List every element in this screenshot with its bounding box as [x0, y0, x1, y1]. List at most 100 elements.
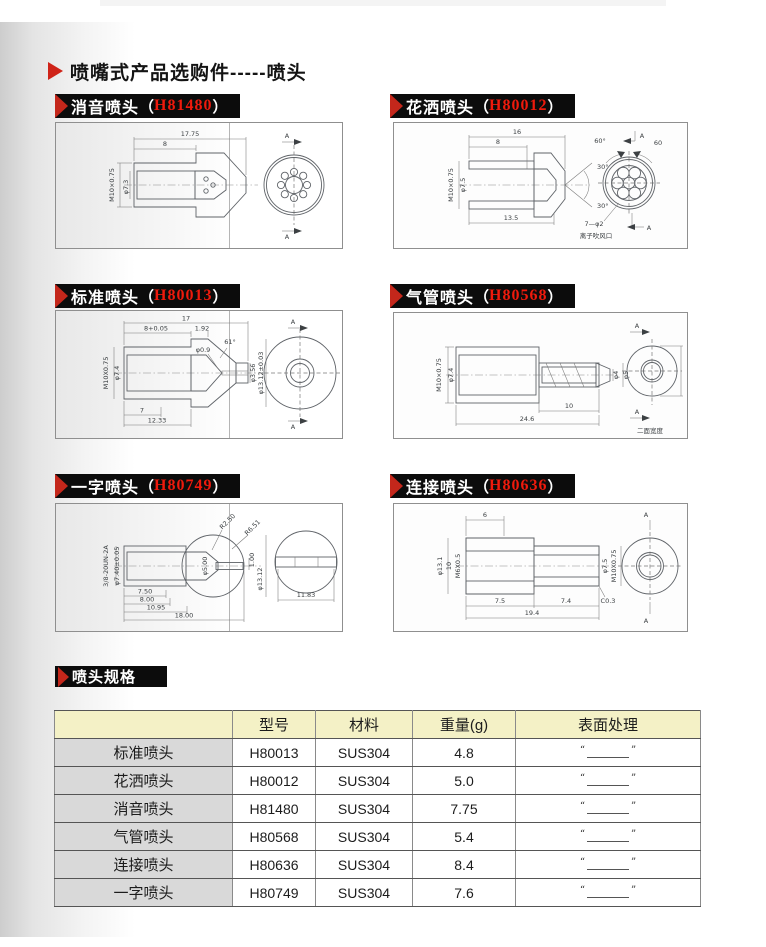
quote-open: “ [579, 856, 585, 868]
dim-label: 19.4 [525, 609, 539, 617]
drawing-box: 6 φ13.1 10 M6X0.5 φ7.5 M10X0.75 C0.3 7.5… [393, 503, 688, 632]
paren-open: （ [474, 288, 490, 306]
dim-label: 8 [496, 138, 500, 146]
section-title: 消音喷头 [71, 100, 140, 117]
dim-label: φ13.1 [436, 557, 444, 576]
table-row: 消音喷头 H81480 SUS304 7.75 “” [54, 794, 701, 823]
dim-label: 6 [483, 511, 487, 519]
dim-label: 3/8-20UN-2A [102, 545, 110, 587]
model-cell: H80012 [232, 766, 316, 795]
surface-cell: “” [515, 766, 701, 795]
section-title: 花洒喷头 [406, 100, 475, 117]
dim-label: 16 [513, 128, 521, 136]
paren-open: （ [474, 98, 490, 116]
paren-close: ） [547, 478, 563, 496]
dim-label: 18.00 [175, 612, 194, 620]
section-mark-a: A [644, 617, 649, 625]
model-cell: H81480 [232, 794, 316, 823]
dim-label: 7—φ2 [584, 220, 603, 228]
technical-drawing-muffler: 17.75 8 M10×0.75 φ7.3 A A [108, 130, 325, 241]
surface-blank-line [587, 856, 629, 870]
dim-label: R6.51 [243, 518, 262, 537]
section-title: 连接喷头 [406, 480, 475, 497]
weight-cell: 7.75 [412, 794, 516, 823]
weight-cell: 8.4 [412, 850, 516, 879]
dim-label: 10 [565, 402, 573, 410]
dim-label: M10×0.75 [447, 168, 455, 202]
quote-close: ” [631, 800, 637, 812]
paren-close: ） [212, 98, 228, 116]
dim-label: M10X0.75 [102, 357, 110, 390]
drawing-box: φ0.9 61° 17 8+0.05 1.92 M10X0.75 φ7.4 φ3… [55, 310, 343, 439]
table-row: 花洒喷头 H80012 SUS304 5.0 “” [54, 766, 701, 795]
dim-label: φ3.56 [249, 364, 257, 383]
dim-label: 7.50 [138, 588, 152, 596]
weight-cell: 7.6 [412, 878, 516, 907]
quote-close: ” [631, 828, 637, 840]
dim-label: M10×0.75 [435, 358, 443, 392]
dim-label: 30° [597, 163, 609, 171]
col-header-model: 型号 [232, 710, 316, 739]
technical-drawing-connector: 6 φ13.1 10 M6X0.5 φ7.5 M10X0.75 C0.3 7.5… [436, 511, 682, 625]
dim-label: 13.5 [504, 214, 518, 222]
dim-label: 7 [140, 407, 144, 415]
product-code: H81480 [154, 97, 213, 114]
technical-drawing-tube: M10×0.75 φ7.4 φ4 φ5 10 24.6 A A 二面宽度 [435, 322, 683, 435]
section-mark-a: A [640, 132, 645, 140]
page-top-strip [100, 0, 666, 6]
model-cell: H80568 [232, 822, 316, 851]
surface-cell: “” [515, 850, 701, 879]
surface-blank-line [587, 800, 629, 814]
section-header: 连接喷头 （ H80636 ） [390, 474, 575, 498]
surface-cell: “” [515, 794, 701, 823]
paren-open: （ [474, 478, 490, 496]
weight-cell: 5.0 [412, 766, 516, 795]
dim-label: 1.92 [195, 325, 209, 333]
weight-cell: 4.8 [412, 738, 516, 767]
product-code: H80749 [154, 477, 213, 494]
section-mark-a: A [635, 322, 640, 330]
material-cell: SUS304 [315, 766, 413, 795]
row-label: 消音喷头 [54, 794, 233, 823]
dim-label: φ4 [612, 371, 620, 379]
dim-label: 17 [182, 315, 190, 323]
section-mark-a: A [635, 408, 640, 416]
section-header: 花洒喷头 （ H80012 ） [390, 94, 575, 118]
surface-blank-line [587, 828, 629, 842]
view-divider [229, 504, 230, 631]
dim-label: 61° [224, 338, 236, 346]
dim-label: C0.3 [601, 597, 616, 605]
paren-close: ） [212, 288, 228, 306]
col-header-blank [54, 710, 233, 739]
quote-close: ” [631, 884, 637, 896]
annotation-label: 离子吹风口 [580, 231, 613, 240]
dim-label: R2.50 [218, 512, 237, 531]
dim-label: 7.5 [495, 597, 505, 605]
technical-drawing-slot: φ5.00 3/8-20UN-2A φ7.40±0.05 R2.50 R6.51… [102, 512, 338, 622]
technical-drawing-standard: φ0.9 61° 17 8+0.05 1.92 M10X0.75 φ7.4 φ3… [102, 315, 342, 431]
section-title: 标准喷头 [71, 290, 140, 307]
specs-section-header: 喷头规格 [55, 666, 167, 687]
quote-close: ” [631, 856, 637, 868]
model-cell: H80636 [232, 850, 316, 879]
dim-label: φ7.5 [601, 559, 609, 574]
surface-cell: “” [515, 878, 701, 907]
dim-label: M10X0.75 [610, 550, 618, 583]
surface-blank-line [587, 884, 629, 898]
section-arrow-icon [55, 474, 68, 498]
quote-open: “ [579, 772, 585, 784]
drawing-box: 30° 30° 16 8 M10×0.75 φ7.5 13.5 60° 60 [393, 122, 688, 249]
section-mark-a: A [644, 511, 649, 519]
dim-label: φ7.4 [447, 368, 455, 383]
dim-label: 11.83 [297, 591, 316, 599]
section-header: 标准喷头 （ H80013 ） [55, 284, 240, 308]
col-header-weight: 重量(g) [412, 710, 516, 739]
surface-blank-line [587, 744, 629, 758]
table-row: 气管喷头 H80568 SUS304 5.4 “” [54, 822, 701, 851]
dim-label: φ7.5 [459, 178, 467, 193]
drawing-box: M10×0.75 φ7.4 φ4 φ5 10 24.6 A A 二面宽度 [393, 312, 688, 439]
section-header: 气管喷头 （ H80568 ） [390, 284, 575, 308]
row-label: 标准喷头 [54, 738, 233, 767]
paren-close: ） [547, 288, 563, 306]
